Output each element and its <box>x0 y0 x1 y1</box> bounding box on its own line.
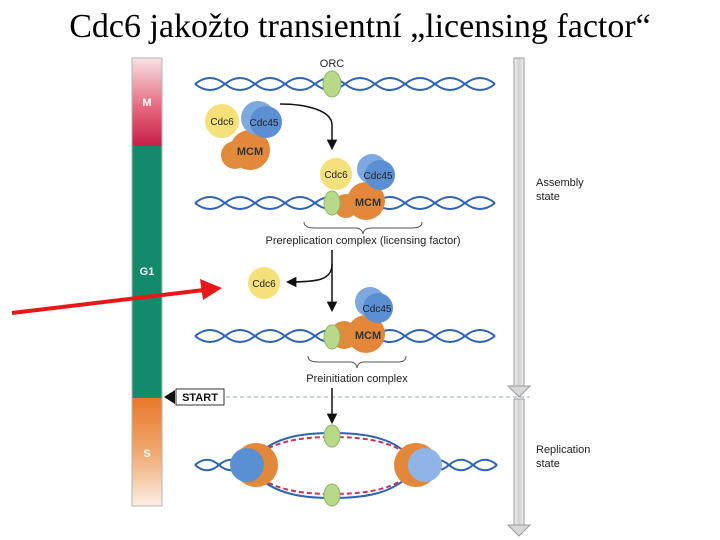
binding-arrow-1 <box>279 103 338 151</box>
prereplication-brace <box>303 221 423 235</box>
replication-state-label: Replication state <box>536 444 593 470</box>
highlight-arrowhead-icon <box>200 279 222 300</box>
cdc6-complex-icon <box>320 158 352 190</box>
s-phase-label: S <box>143 448 150 460</box>
mcm-free-label: MCM <box>237 146 263 158</box>
cdc45-complex-label: Cdc45 <box>364 171 393 182</box>
cdc6-released-icon <box>248 267 280 299</box>
assembly-state-arrow <box>506 57 532 398</box>
mcm-preinit-label: MCM <box>355 330 381 342</box>
replication-state-arrow <box>506 398 532 537</box>
start-marker: START <box>164 388 530 406</box>
orc-bubble-bottom-icon <box>323 483 341 507</box>
cdc6-release-arrow <box>285 263 333 288</box>
prereplication-complex: Cdc6 Cdc45 MCM <box>320 154 395 220</box>
start-label: START <box>182 392 218 404</box>
preinitiation-complex: Cdc45 MCM <box>323 287 393 353</box>
replication-fork-right <box>394 443 442 487</box>
g1-phase-segment <box>132 146 162 398</box>
s-phase-segment <box>132 398 162 506</box>
prereplication-label: Prereplication complex (licensing factor… <box>265 235 460 247</box>
cdc6-free-label: Cdc6 <box>210 117 234 128</box>
free-protein-cluster: Cdc6 Cdc45 MCM <box>205 101 282 170</box>
mcm-complex-label: MCM <box>355 197 381 209</box>
orc-prerep-icon <box>323 190 341 216</box>
cdc45-preinit-label: Cdc45 <box>363 304 392 315</box>
preinitiation-label: Preinitiation complex <box>306 373 408 385</box>
m-phase-segment <box>132 58 162 146</box>
start-pointer-icon <box>164 390 175 404</box>
preinitiation-brace <box>307 355 407 369</box>
cdc45-free-label: Cdc45 <box>250 118 279 129</box>
g1-phase-label: G1 <box>140 266 155 278</box>
assembly-state-label: Assembly state <box>536 177 587 203</box>
cdc6-free-icon <box>205 104 239 138</box>
dna-top <box>194 77 496 91</box>
cdc6-complex-label: Cdc6 <box>324 170 348 181</box>
slide-title: Cdc6 jakožto transientní „licensing fact… <box>69 8 651 45</box>
cell-cycle-bar: M G1 S <box>131 57 163 507</box>
cdc6-released-label: Cdc6 <box>252 279 276 290</box>
m-phase-label: M <box>142 97 151 109</box>
orc-label: ORC <box>320 58 345 70</box>
orc-top-icon <box>322 70 342 98</box>
highlight-arrow <box>11 279 222 315</box>
orc-preinit-icon <box>323 324 341 350</box>
replication-fork-left <box>230 443 278 487</box>
replication-bubble <box>194 424 498 507</box>
orc-bubble-top-icon <box>323 424 341 448</box>
